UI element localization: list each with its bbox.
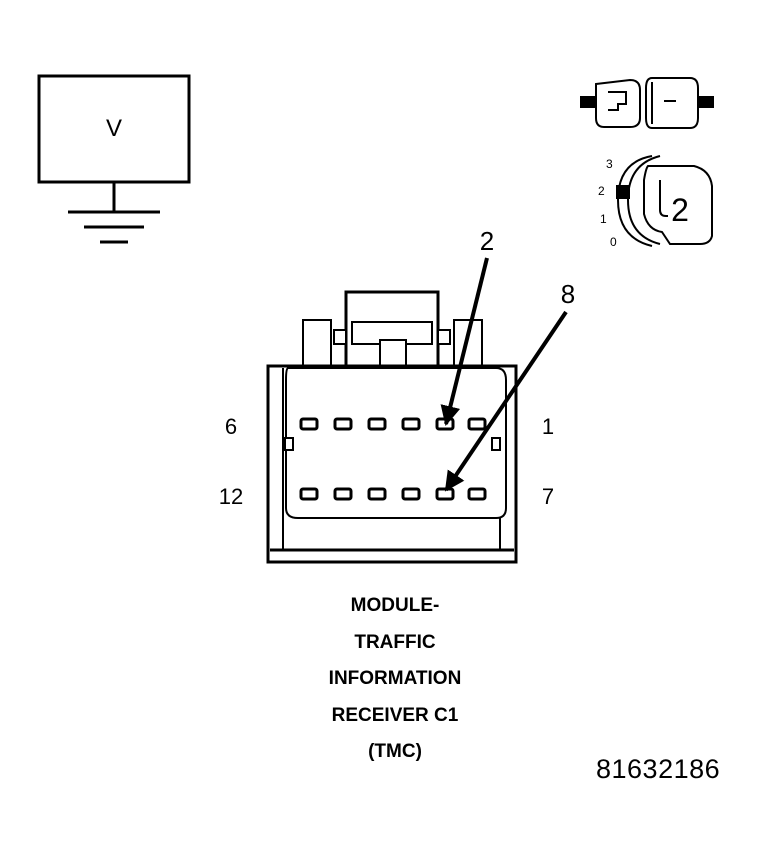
switch-selected-position: 2 bbox=[671, 192, 689, 228]
voltmeter-symbol: V bbox=[37, 74, 191, 244]
callout-label-8: 8 bbox=[561, 279, 575, 309]
figure-id: 81632186 bbox=[596, 754, 721, 784]
caption-line-3: INFORMATION bbox=[328, 668, 462, 689]
callout-pin-2: 2 bbox=[440, 226, 494, 426]
caption-line-5: (TMC) bbox=[368, 741, 422, 762]
pin-label-7: 7 bbox=[542, 484, 554, 509]
caption-line-4: RECEIVER C1 bbox=[331, 704, 459, 726]
switch-position-3: 3 bbox=[606, 157, 613, 171]
switch-position-0: 0 bbox=[610, 235, 617, 249]
callout-pin-8: 8 bbox=[444, 279, 575, 492]
caption-line-1: MODULE- bbox=[350, 595, 440, 616]
connector-disconnected-icon bbox=[580, 77, 714, 129]
voltmeter-box bbox=[37, 74, 191, 184]
pin-label-1: 1 bbox=[542, 414, 554, 439]
callout-arrow-2 bbox=[440, 257, 489, 426]
connector-caption: MODULE- TRAFFIC INFORMATION RECEIVER C1 … bbox=[235, 588, 555, 771]
switch-position-1: 1 bbox=[600, 212, 607, 226]
callout-label-2: 2 bbox=[480, 226, 494, 256]
switch-position-2: 2 bbox=[598, 184, 605, 198]
callout-arrow-8 bbox=[444, 310, 568, 492]
connector-body bbox=[266, 290, 518, 564]
pin-label-12: 12 bbox=[219, 484, 243, 509]
ignition-switch-icon: 3 2 1 0 2 bbox=[598, 155, 713, 249]
voltmeter-label: V bbox=[106, 115, 122, 142]
caption-line-2: TRAFFIC bbox=[354, 631, 436, 653]
pin-label-6: 6 bbox=[225, 414, 237, 439]
